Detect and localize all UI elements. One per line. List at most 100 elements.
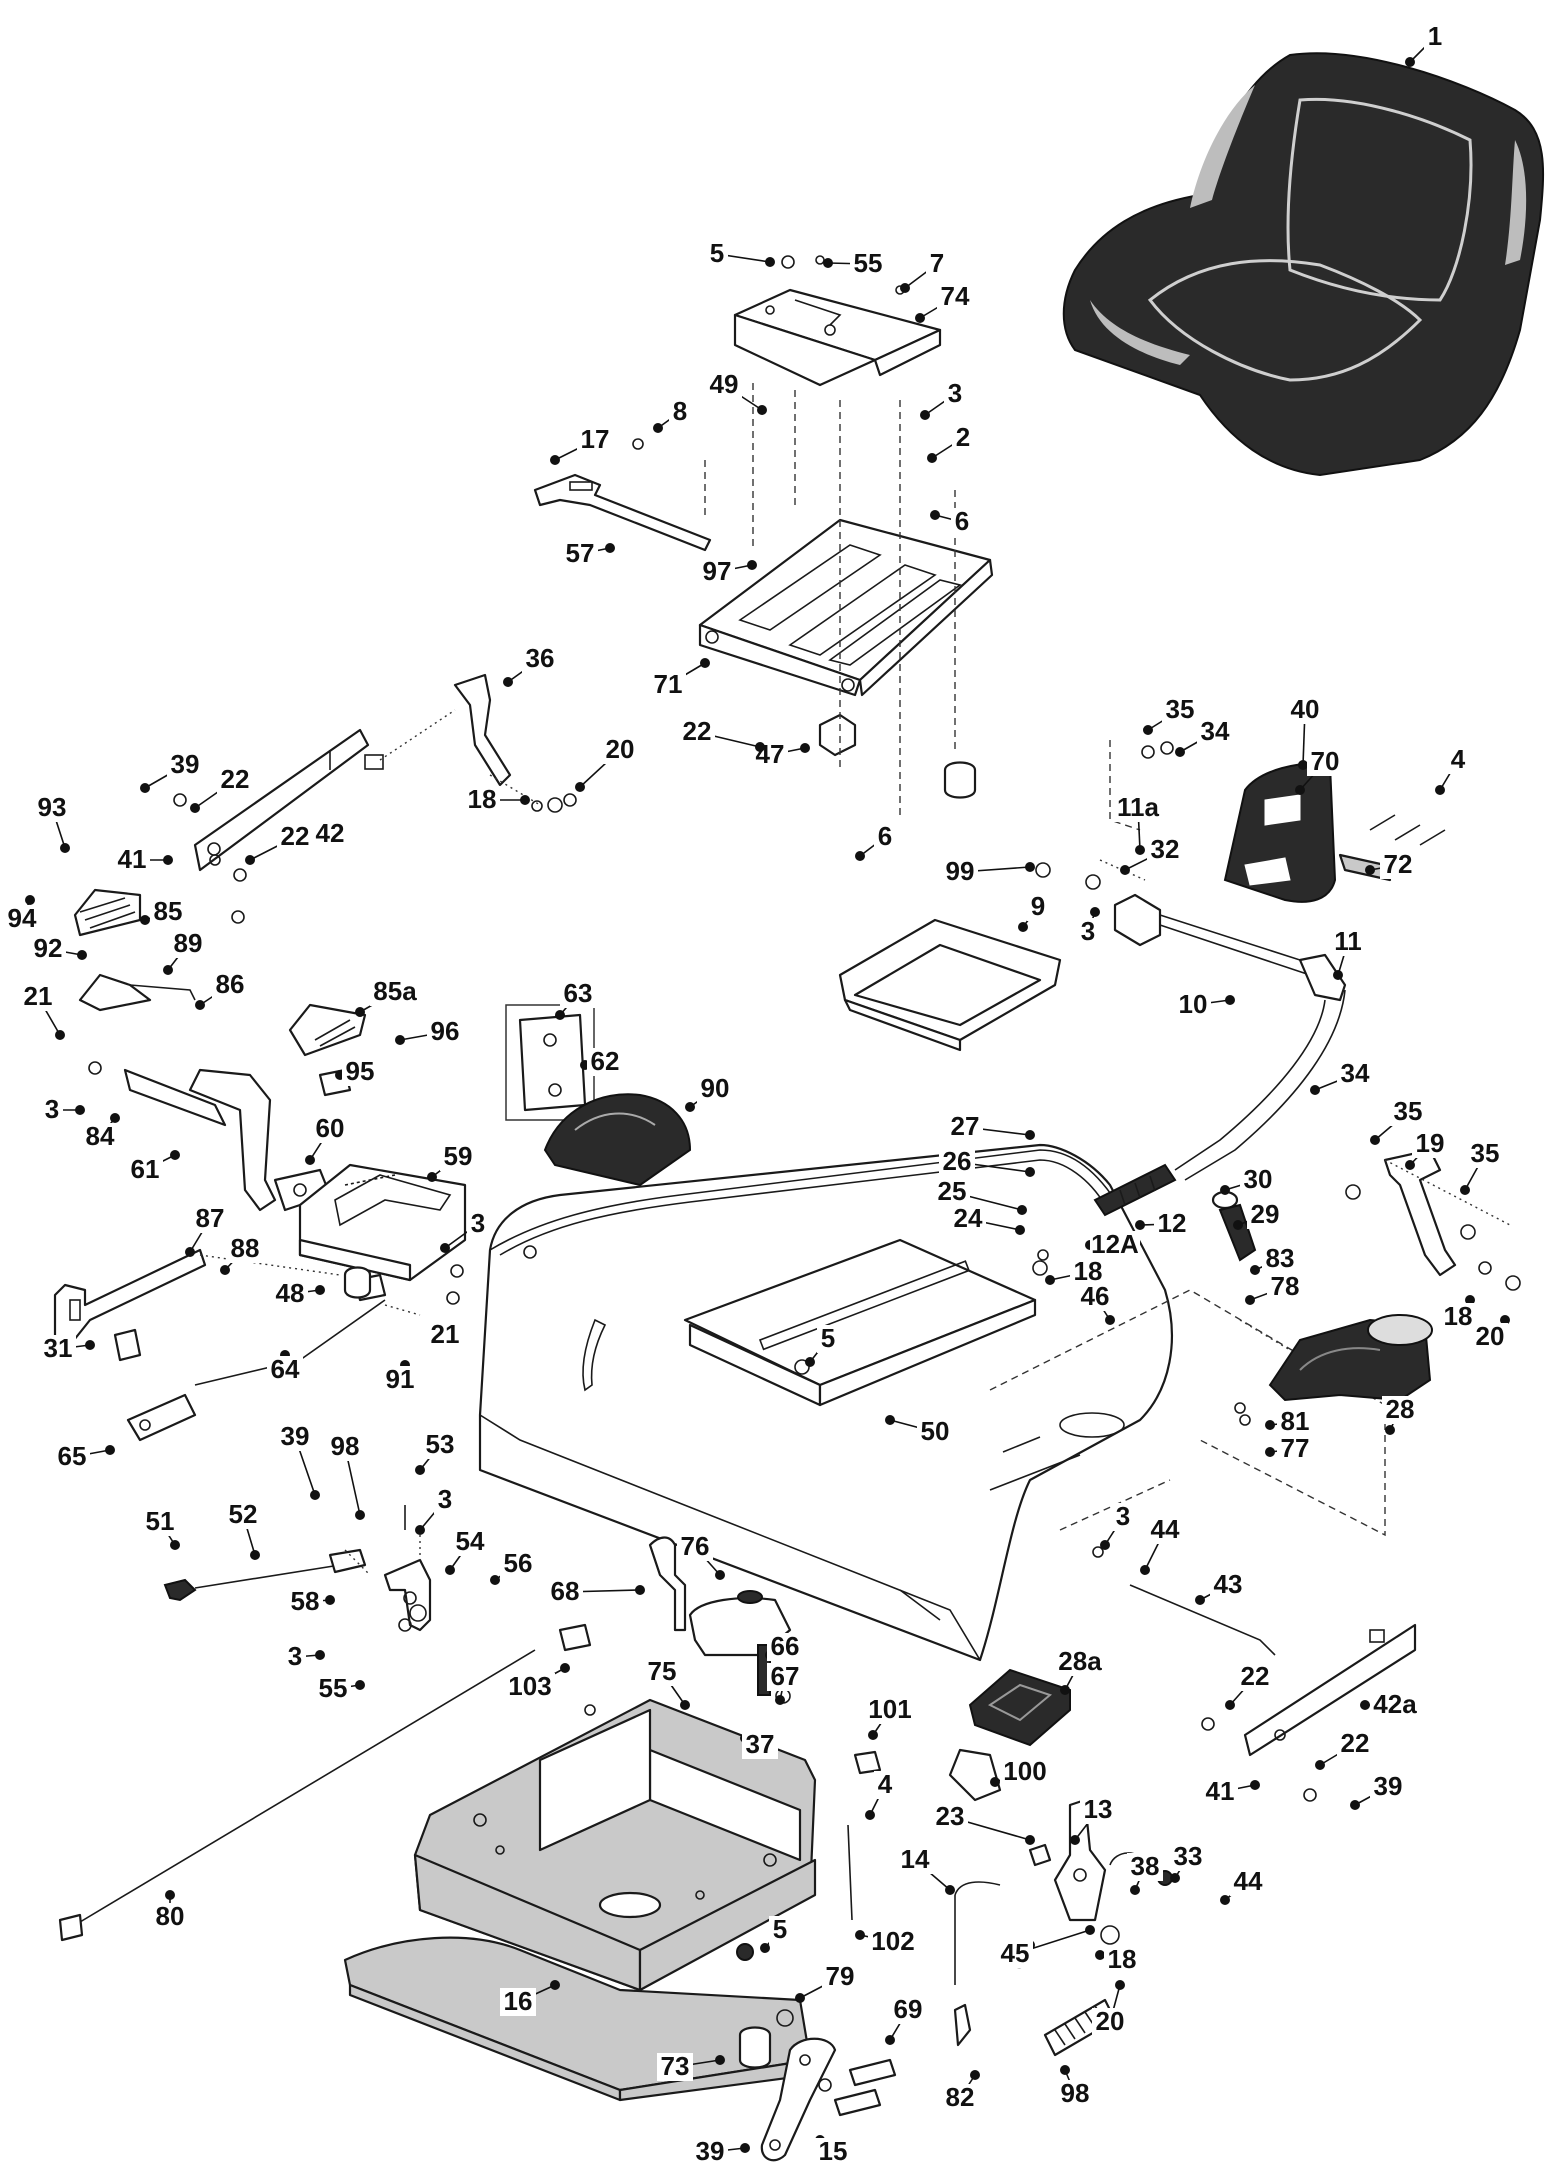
callout-dot [1500,1315,1510,1325]
callout-label: 57 [566,538,595,568]
callout-label-bg [1092,2008,1128,2036]
callout-dot [560,1663,570,1673]
callout-33: 33 [1170,1841,1206,1883]
callout-label-bg [327,1433,363,1461]
callout-4: 4 [1435,744,1469,795]
bolts-79-39 [833,2058,897,2117]
callout-label: 52 [229,1499,258,1529]
callout-35: 35 [1370,1096,1426,1145]
callout-49: 49 [706,369,767,415]
callout-label-bg [150,898,186,926]
callout-35: 35 [1143,694,1198,735]
callout-label-bg [20,983,56,1011]
callout-28: 28 [1382,1394,1418,1435]
callout-label-bg [587,1048,623,1076]
callout-dot [1105,1315,1115,1325]
callout-label-bg [342,1058,378,1086]
callout-label-bg [312,1115,348,1143]
callout-label: 44 [1234,1866,1263,1896]
callout-label: 58 [291,1586,320,1616]
callout-67: 67 [767,1661,803,1705]
callout-21: 21 [20,981,65,1040]
callout-26: 26 [939,1146,1035,1177]
lift-lever [1093,893,1347,1217]
callout-label-bg [1237,1663,1273,1691]
callout-55: 55 [823,248,886,278]
lever-cover [288,1003,367,1057]
callout-13: 13 [1070,1794,1116,1845]
seat-adjust-lever [533,473,712,552]
callout-label: 27 [951,1111,980,1141]
callout-dot [715,1570,725,1580]
callout-71: 71 [650,658,710,699]
callout-label-bg [602,736,638,764]
callout-3: 3 [1100,1501,1134,1550]
callout-label: 86 [216,969,245,999]
callout-label: 26 [943,1146,972,1176]
callout-label-bg [1175,991,1211,1019]
callout-103: 103 [505,1663,570,1701]
callout-label: 3 [438,1484,452,1514]
callout-dot [1060,1685,1070,1695]
callout-label: 95 [346,1056,375,1086]
callout-label: 101 [868,1694,911,1724]
callout-label: 20 [1096,2006,1125,2036]
callout-dot [1130,1885,1140,1895]
callout-dot [1100,1540,1110,1550]
callout-label: 30 [1244,1164,1273,1194]
callout-8: 8 [653,396,691,433]
bracket-73 [953,2003,972,2047]
callout-label: 35 [1471,1138,1500,1168]
callout-20: 20 [1092,1980,1128,2036]
callout-label-bg [1330,928,1366,956]
callout-dot [747,560,757,570]
callout-label-bg [1127,1853,1163,1881]
callout-68: 68 [547,1576,645,1606]
callout-label-bg [997,1940,1033,1968]
callout-25: 25 [934,1176,1027,1215]
callout-dot [1025,862,1035,872]
callout-label-bg [932,1803,968,1831]
callout-88: 88 [220,1233,263,1275]
callout-label: 5 [710,238,724,268]
callout-dot [865,1810,875,1820]
callout-label: 34 [1201,716,1230,746]
callout-label: 31 [44,1333,73,1363]
callout-label: 103 [508,1671,551,1701]
callout-97: 97 [699,556,757,586]
callout-label-bg [1080,1796,1116,1824]
callout-label: 12A [1091,1229,1139,1259]
callout-dot [915,313,925,323]
callout-label-bg [40,1335,76,1363]
callout-dot [1370,1135,1380,1145]
callout-label: 22 [1241,1661,1270,1691]
callout-label-bg [1472,1323,1508,1351]
callout-label: 3 [1081,916,1095,946]
callout-87: 87 [185,1203,228,1257]
seat [1062,52,1545,477]
callout-label-bg [947,1113,983,1141]
control-rod [126,1273,387,1442]
callout-label: 39 [1374,1771,1403,1801]
callout-label: 3 [288,1641,302,1671]
callout-61: 61 [127,1150,180,1184]
callout-label: 75 [648,1656,677,1686]
callout-dot [795,1993,805,2003]
callout-label: 18 [468,784,497,814]
callout-label-bg [1104,1946,1140,1974]
callout-39: 39 [140,749,203,793]
callout-label-bg [650,671,686,699]
callout-label: 2 [956,422,970,452]
callout-dot [85,1340,95,1350]
callout-label-bg [822,1963,858,1991]
pin-23 [1028,1843,1052,1867]
callout-78: 78 [1245,1271,1303,1305]
callout-20: 20 [575,734,638,792]
callout-75: 75 [644,1656,690,1710]
callout-label: 48 [276,1278,305,1308]
callout-label: 3 [45,1094,59,1124]
callout-label: 19 [1416,1128,1445,1158]
speed-quadrant [298,1163,467,1282]
pedal-arm-right [1243,1623,1417,1757]
callout-label-bg [679,718,715,746]
